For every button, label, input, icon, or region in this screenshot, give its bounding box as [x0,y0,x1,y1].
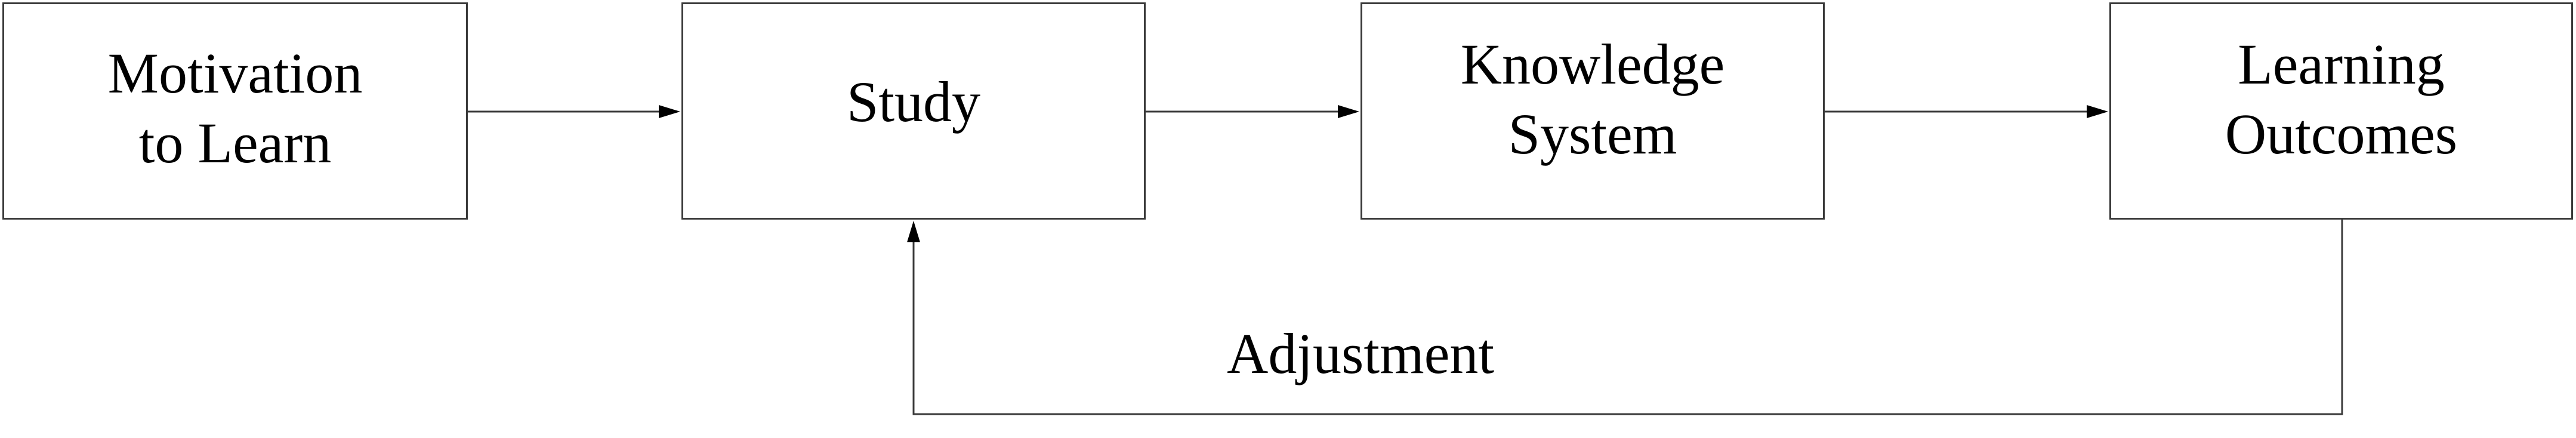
feedback-adjustment-label: Adjustment [1227,322,1494,385]
node-motivation-to-learn: Motivation to Learn [2,2,468,220]
node-knowledge-line-2: System [1508,102,1677,166]
arrowhead-motivation-to-study [659,105,680,118]
node-outcomes-line-1: Learning [2238,32,2445,96]
node-knowledge-line-1: Knowledge [1460,32,1725,96]
node-knowledge-label: Knowledge System [1461,29,1725,169]
node-motivation-line-2: to Learn [138,111,332,175]
node-outcomes-label: Learning Outcomes [2225,29,2457,169]
arrowhead-study-to-knowledge [1338,105,1359,118]
feedback-loop-line [912,220,2343,415]
node-motivation-label: Motivation to Learn [108,38,363,178]
node-study: Study [681,2,1146,220]
node-learning-outcomes: Learning Outcomes [2109,2,2573,220]
arrowhead-knowledge-to-outcomes [2087,105,2108,118]
node-study-label: Study [847,67,980,137]
node-outcomes-line-2: Outcomes [2225,102,2458,166]
node-study-line-1: Study [846,70,981,134]
arrowhead-feedback-to-study [907,221,920,242]
node-motivation-line-1: Motivation [107,41,363,105]
node-knowledge-system: Knowledge System [1361,2,1825,220]
